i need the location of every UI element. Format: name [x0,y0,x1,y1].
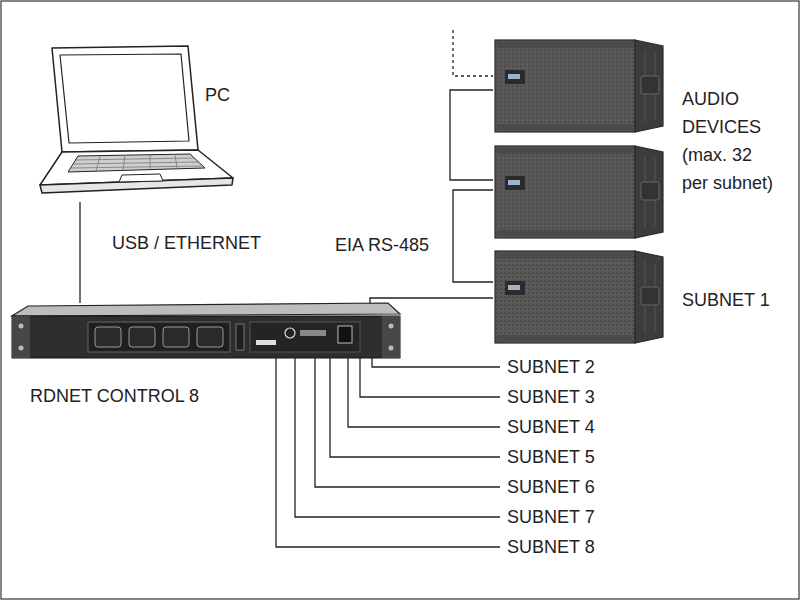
subnet-label: SUBNET 6 [507,476,595,498]
speaker-illustration [495,40,663,343]
bus-label: EIA RS-485 [335,234,429,256]
subnet-label: SUBNET 5 [507,446,595,468]
connection-label: USB / ETHERNET [112,232,261,254]
connector-line [79,202,80,303]
subnet-label: SUBNET 8 [507,536,595,558]
subnet-label: SUBNET 3 [507,386,595,408]
rack-unit-illustration [12,303,400,358]
device-label: PC [205,84,230,106]
subnet-label: SUBNET 1 [682,289,770,311]
controller-node: RDNET CONTROL 8 [10,303,402,359]
laptop-illustration [40,46,233,193]
device-label: RDNET CONTROL 8 [30,385,199,407]
wire [370,30,493,306]
subnet-label: SUBNET 7 [507,506,595,528]
pc-node: PC [40,42,235,202]
device-note: AUDIO DEVICES (max. 32 per subnet) [682,85,780,197]
subnet-label: SUBNET 2 [507,356,595,378]
subnet-label: SUBNET 4 [507,416,595,438]
subnet-wire [276,358,500,547]
